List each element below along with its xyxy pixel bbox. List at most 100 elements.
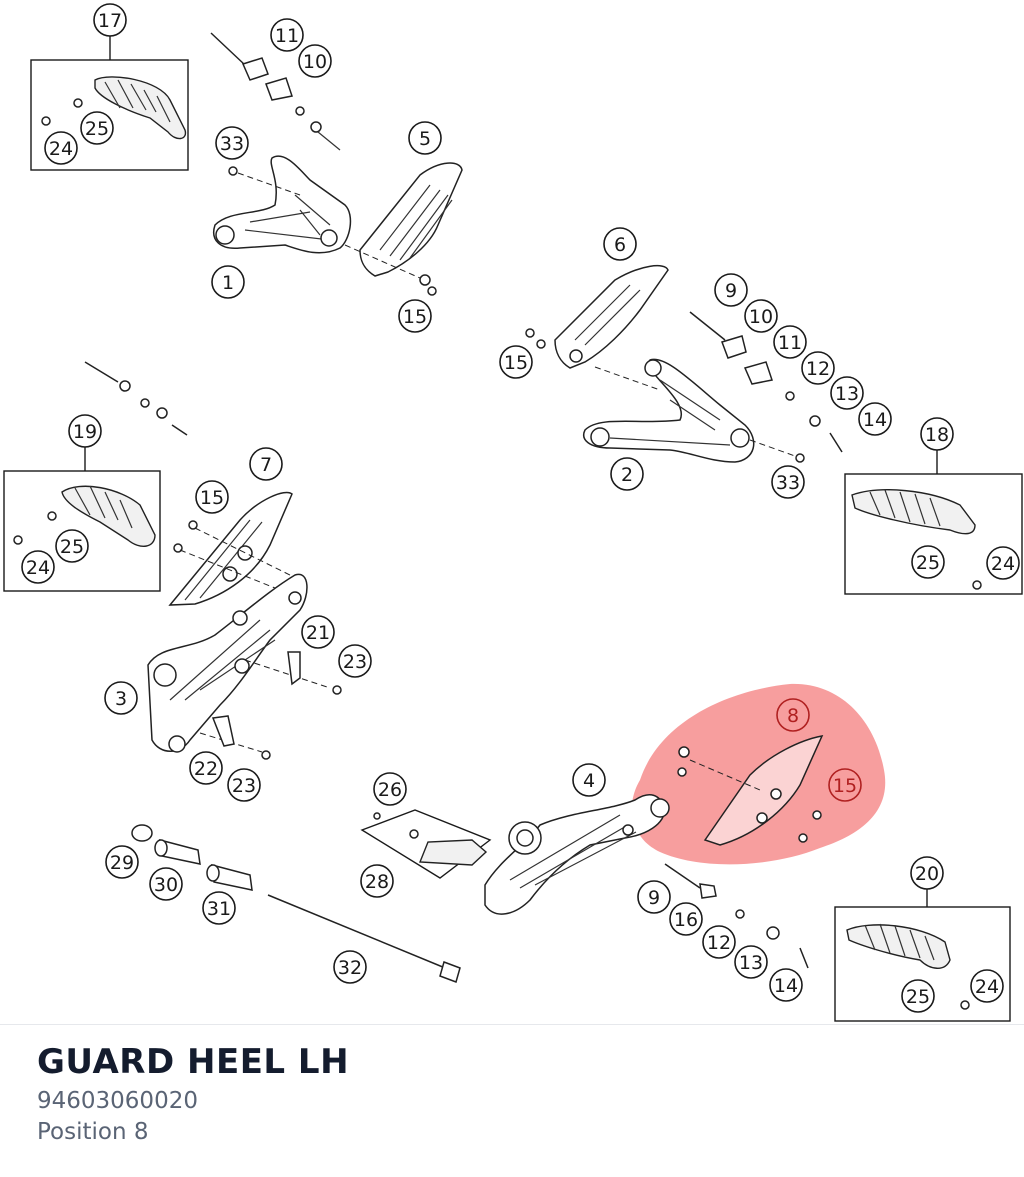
callout-33: 33 xyxy=(215,126,249,160)
callout-circle xyxy=(80,111,114,145)
callout-label: 5 xyxy=(419,128,431,150)
callout-19: 19 xyxy=(68,414,102,448)
kit-part-28 xyxy=(360,809,492,879)
callout-label: 22 xyxy=(194,758,218,780)
callout-14: 14 xyxy=(858,402,892,436)
callout-label: 25 xyxy=(916,552,940,574)
callout-label: 25 xyxy=(85,118,109,140)
callout-2: 2 xyxy=(610,457,644,491)
callout-label: 9 xyxy=(648,887,660,909)
callout-label: 8 xyxy=(787,705,799,727)
callout-circle xyxy=(610,457,644,491)
callout-label: 32 xyxy=(338,957,362,979)
callout-circle xyxy=(911,545,945,579)
callout-circle xyxy=(828,768,862,802)
callout-10: 10 xyxy=(744,299,778,333)
callout-15: 15 xyxy=(398,299,432,333)
callout-label: 23 xyxy=(232,775,256,797)
callout-25: 25 xyxy=(55,529,89,563)
callout-circle xyxy=(572,763,606,797)
callout-circle xyxy=(55,529,89,563)
bolt-group-right xyxy=(689,311,843,453)
callout-circle xyxy=(149,867,183,901)
callout-label: 14 xyxy=(774,975,798,997)
callout-31: 31 xyxy=(202,891,236,925)
bracket-part-1 xyxy=(213,155,352,254)
callout-16: 16 xyxy=(669,902,703,936)
callout-label: 1 xyxy=(222,272,234,294)
spacers-29-30-31 xyxy=(131,824,253,891)
callout-13: 13 xyxy=(830,376,864,410)
callout-circle xyxy=(338,644,372,678)
callout-label: 26 xyxy=(378,779,402,801)
callout-label: 33 xyxy=(220,133,244,155)
callout-29: 29 xyxy=(105,845,139,879)
callout-label: 4 xyxy=(583,770,595,792)
part-position: Position 8 xyxy=(37,1119,149,1145)
long-bolt-part-32 xyxy=(267,894,461,983)
callout-circle xyxy=(104,681,138,715)
callout-circle xyxy=(44,131,78,165)
callout-circle xyxy=(499,345,533,379)
callout-30: 30 xyxy=(149,867,183,901)
callout-circle xyxy=(227,768,261,802)
callout-15: 15 xyxy=(828,768,862,802)
callout-label: 13 xyxy=(739,952,763,974)
exploded-parts-diagram: 1711102524335115691011151213141823319715… xyxy=(3,3,1023,1022)
callout-label: 24 xyxy=(975,976,999,998)
callout-circle xyxy=(215,126,249,160)
callout-label: 15 xyxy=(833,775,857,797)
callout-24: 24 xyxy=(970,969,1004,1003)
callout-23: 23 xyxy=(338,644,372,678)
callout-33: 33 xyxy=(771,465,805,499)
callout-label: 15 xyxy=(504,352,528,374)
heel-guard-part-5 xyxy=(344,162,463,296)
callout-label: 14 xyxy=(863,409,887,431)
callout-circle xyxy=(93,3,127,37)
box-18 xyxy=(844,448,1023,595)
callout-circle xyxy=(373,772,407,806)
callout-label: 28 xyxy=(365,871,389,893)
callout-label: 2 xyxy=(621,464,633,486)
bolt-group-left xyxy=(84,361,188,436)
callout-20: 20 xyxy=(910,856,944,890)
box-20 xyxy=(834,885,1011,1022)
callout-circle xyxy=(603,227,637,261)
callout-label: 29 xyxy=(110,852,134,874)
callout-label: 3 xyxy=(115,688,127,710)
callout-label: 9 xyxy=(725,280,737,302)
callout-circle xyxy=(970,969,1004,1003)
callout-circle xyxy=(21,550,55,584)
callout-3: 3 xyxy=(104,681,138,715)
callout-18: 18 xyxy=(920,417,954,451)
bracket-part-3 xyxy=(147,573,342,760)
callout-circle xyxy=(702,925,736,959)
callout-label: 20 xyxy=(915,863,939,885)
callout-9: 9 xyxy=(714,273,748,307)
callout-circle xyxy=(408,121,442,155)
callout-24: 24 xyxy=(44,131,78,165)
bracket-part-4 xyxy=(484,793,670,915)
callout-21: 21 xyxy=(301,615,335,649)
callout-25: 25 xyxy=(901,979,935,1013)
callout-label: 15 xyxy=(200,487,224,509)
part-title: GUARD HEEL LH xyxy=(37,1042,350,1082)
callout-label: 23 xyxy=(343,651,367,673)
callout-1: 1 xyxy=(211,265,245,299)
callout-circle xyxy=(769,968,803,1002)
callout-label: 24 xyxy=(49,138,73,160)
callout-label: 11 xyxy=(275,25,299,47)
callout-25: 25 xyxy=(911,545,945,579)
box-17 xyxy=(30,36,189,171)
callout-12: 12 xyxy=(702,925,736,959)
callout-circle xyxy=(901,979,935,1013)
callout-circle xyxy=(669,902,703,936)
callout-circle xyxy=(211,265,245,299)
callout-circle xyxy=(714,273,748,307)
callout-circle xyxy=(986,546,1020,580)
callout-12: 12 xyxy=(801,351,835,385)
callout-circle xyxy=(744,299,778,333)
callout-6: 6 xyxy=(603,227,637,261)
callout-14: 14 xyxy=(769,968,803,1002)
